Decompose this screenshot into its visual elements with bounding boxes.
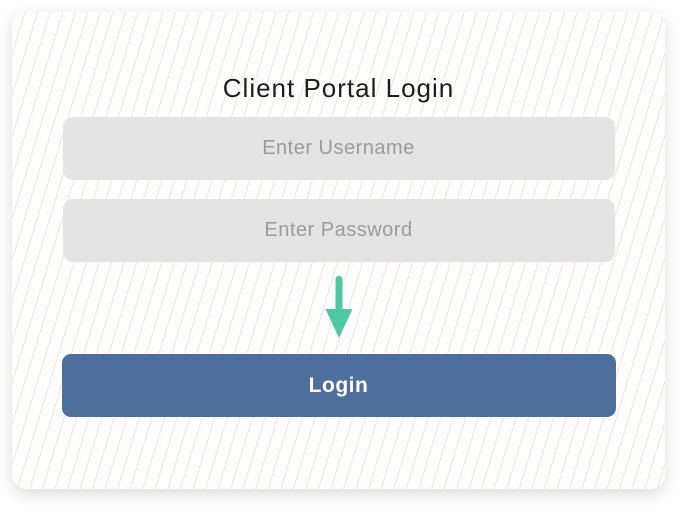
login-button[interactable]: Login — [61, 354, 616, 417]
login-card: Client Portal Login Login — [12, 12, 665, 489]
page-title: Client Portal Login — [222, 73, 455, 103]
arrow-down-icon — [325, 276, 353, 340]
password-input[interactable] — [62, 199, 615, 262]
username-input[interactable] — [62, 117, 615, 180]
